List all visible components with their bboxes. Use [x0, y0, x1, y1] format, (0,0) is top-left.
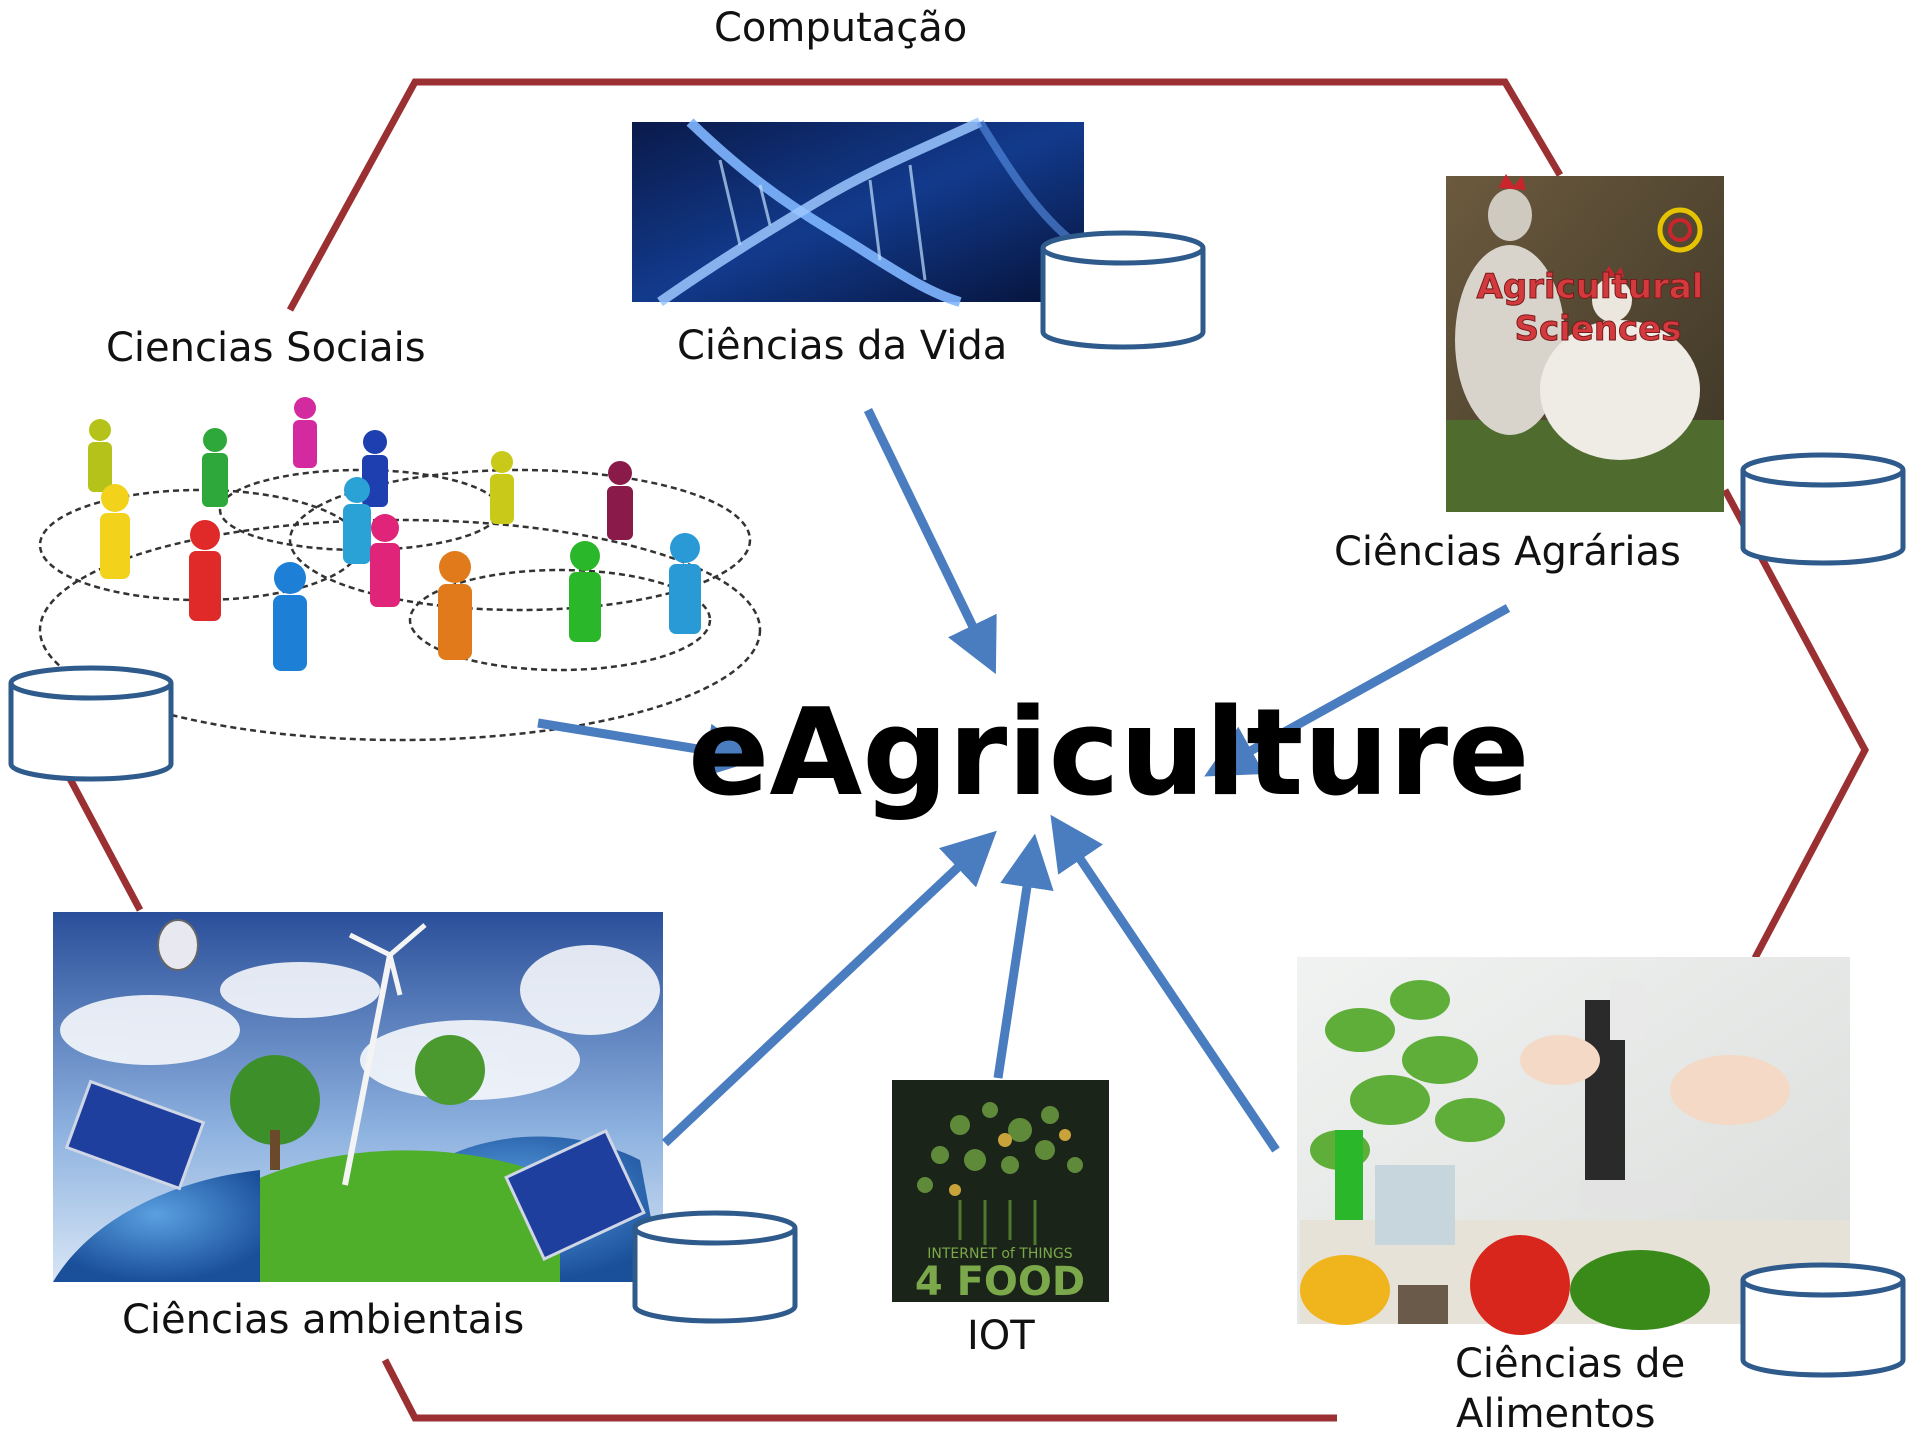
poster-line2: 4 FOOD — [915, 1259, 1085, 1305]
frame-left — [64, 773, 144, 912]
arrow-icon-social — [537, 718, 761, 778]
arrows — [537, 408, 1511, 1153]
arrow-icon-environmental — [661, 830, 997, 1147]
label-life-sciences: Ciências da Vida — [677, 323, 1008, 369]
database-icon-environmental — [632, 1210, 798, 1324]
label-food-sciences-line1: Ciências de — [1455, 1341, 1686, 1387]
social-network-image — [38, 397, 762, 742]
label-social-sciences: Ciencias Sociais — [106, 325, 426, 371]
arrow-icon-agrarian — [1204, 604, 1511, 777]
database-icon-life — [1040, 230, 1206, 350]
database-icon-social — [8, 665, 174, 782]
frame-right — [1721, 488, 1869, 960]
frame-top — [286, 78, 1564, 312]
book-title-line1: Agricultural — [1477, 267, 1704, 307]
database-icon-agrarian — [1740, 452, 1906, 566]
center-title: eAgriculture — [688, 684, 1530, 823]
dna-image — [632, 117, 1087, 307]
label-iot: IOT — [967, 1313, 1035, 1359]
food-science-lab-image — [1297, 957, 1850, 1335]
label-agrarian-sciences: Ciências Agrárias — [1334, 529, 1681, 575]
book-title-line2: Sciences — [1514, 309, 1681, 349]
label-food-sciences-line2: Alimentos — [1456, 1391, 1656, 1437]
frame-bottom — [381, 1358, 1337, 1422]
poster-line1: INTERNET of THINGS — [927, 1246, 1073, 1262]
database-icon-food — [1740, 1262, 1906, 1378]
arrow-icon-iot — [993, 833, 1054, 1079]
frame-label-computacao: Computação — [714, 5, 968, 51]
agricultural-sciences-book-image: Agricultural Sciences — [1446, 174, 1724, 512]
people-figures — [88, 397, 701, 671]
arrow-icon-food — [1050, 814, 1280, 1153]
computing-frame — [64, 78, 1869, 1422]
arrow-icon-life — [863, 408, 997, 675]
label-environmental-sciences: Ciências ambientais — [122, 1297, 525, 1343]
environment-earth-image — [53, 912, 663, 1282]
iot-food-poster-image: INTERNET of THINGS 4 FOOD — [892, 1080, 1109, 1305]
